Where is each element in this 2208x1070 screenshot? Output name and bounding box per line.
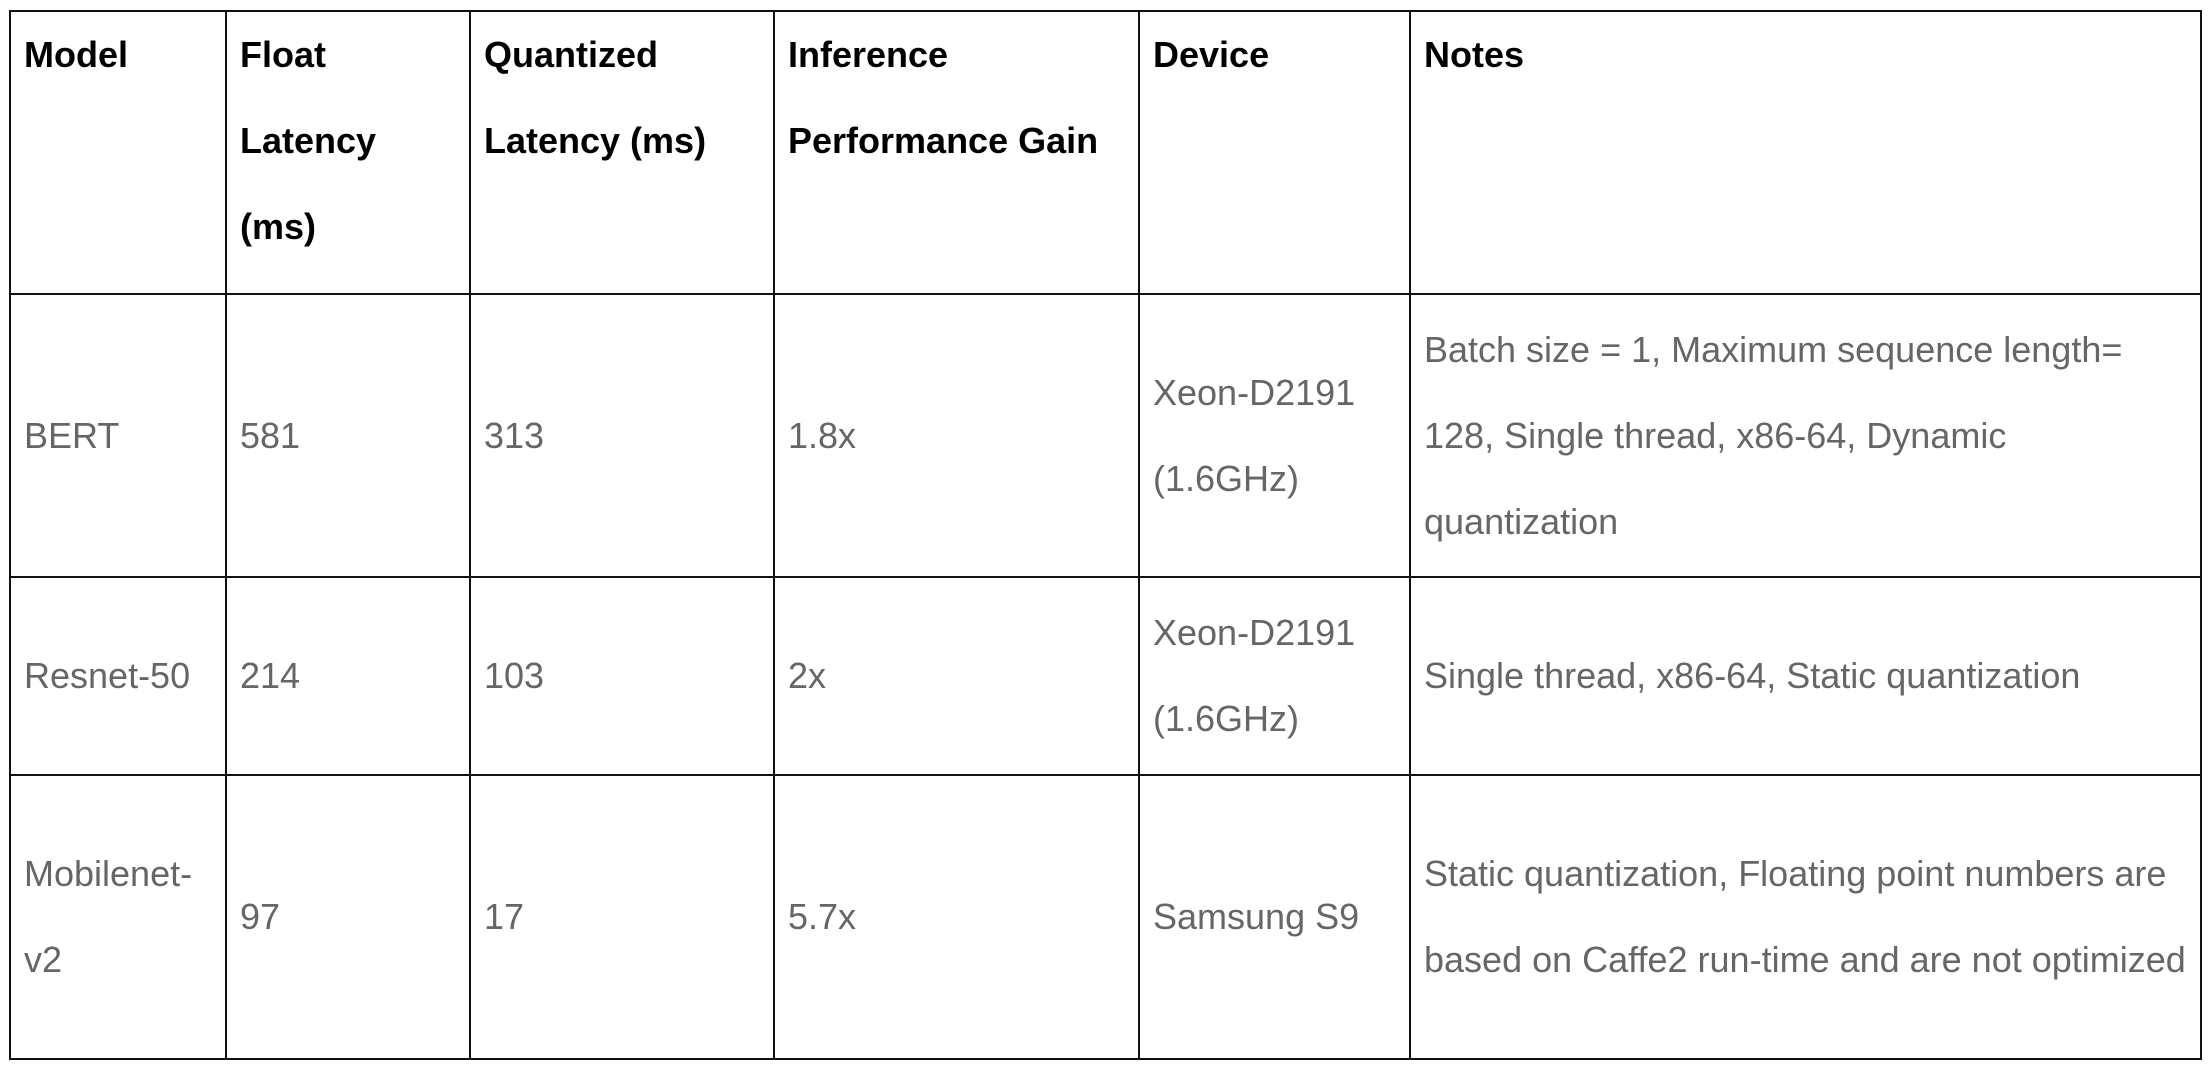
cell-gain: 2x [773, 576, 1140, 776]
cell-model: Mobilenet-v2 [9, 774, 227, 1060]
cell-notes: Static quantization, Floating point numb… [1409, 774, 2202, 1060]
cell-quantized-latency: 103 [469, 576, 775, 776]
cell-notes: Batch size = 1, Maximum sequence length=… [1409, 293, 2202, 578]
cell-quantized-latency: 313 [469, 293, 775, 578]
cell-model: Resnet-50 [9, 576, 227, 776]
cell-gain: 5.7x [773, 774, 1140, 1060]
header-notes: Notes [1409, 10, 2202, 295]
cell-device: Xeon-D2191 (1.6GHz) [1138, 576, 1411, 776]
table-row: Mobilenet-v2 97 17 5.7x Samsung S9 Stati… [9, 774, 2202, 1060]
cell-model: BERT [9, 293, 227, 578]
header-inference-gain: Inference Performance Gain [773, 10, 1140, 295]
header-model: Model [9, 10, 227, 295]
cell-device: Xeon-D2191 (1.6GHz) [1138, 293, 1411, 578]
cell-float-latency: 97 [225, 774, 471, 1060]
cell-quantized-latency: 17 [469, 774, 775, 1060]
header-float-latency: Float Latency (ms) [225, 10, 471, 295]
cell-gain: 1.8x [773, 293, 1140, 578]
cell-device: Samsung S9 [1138, 774, 1411, 1060]
performance-table: Model Float Latency (ms) Quantized Laten… [9, 10, 2202, 1060]
header-device: Device [1138, 10, 1411, 295]
cell-float-latency: 581 [225, 293, 471, 578]
cell-notes: Single thread, x86-64, Static quantizati… [1409, 576, 2202, 776]
table-header-row: Model Float Latency (ms) Quantized Laten… [9, 10, 2202, 295]
cell-float-latency: 214 [225, 576, 471, 776]
table-row: Resnet-50 214 103 2x Xeon-D2191 (1.6GHz)… [9, 576, 2202, 776]
table-row: BERT 581 313 1.8x Xeon-D2191 (1.6GHz) Ba… [9, 293, 2202, 578]
header-quantized-latency: Quantized Latency (ms) [469, 10, 775, 295]
